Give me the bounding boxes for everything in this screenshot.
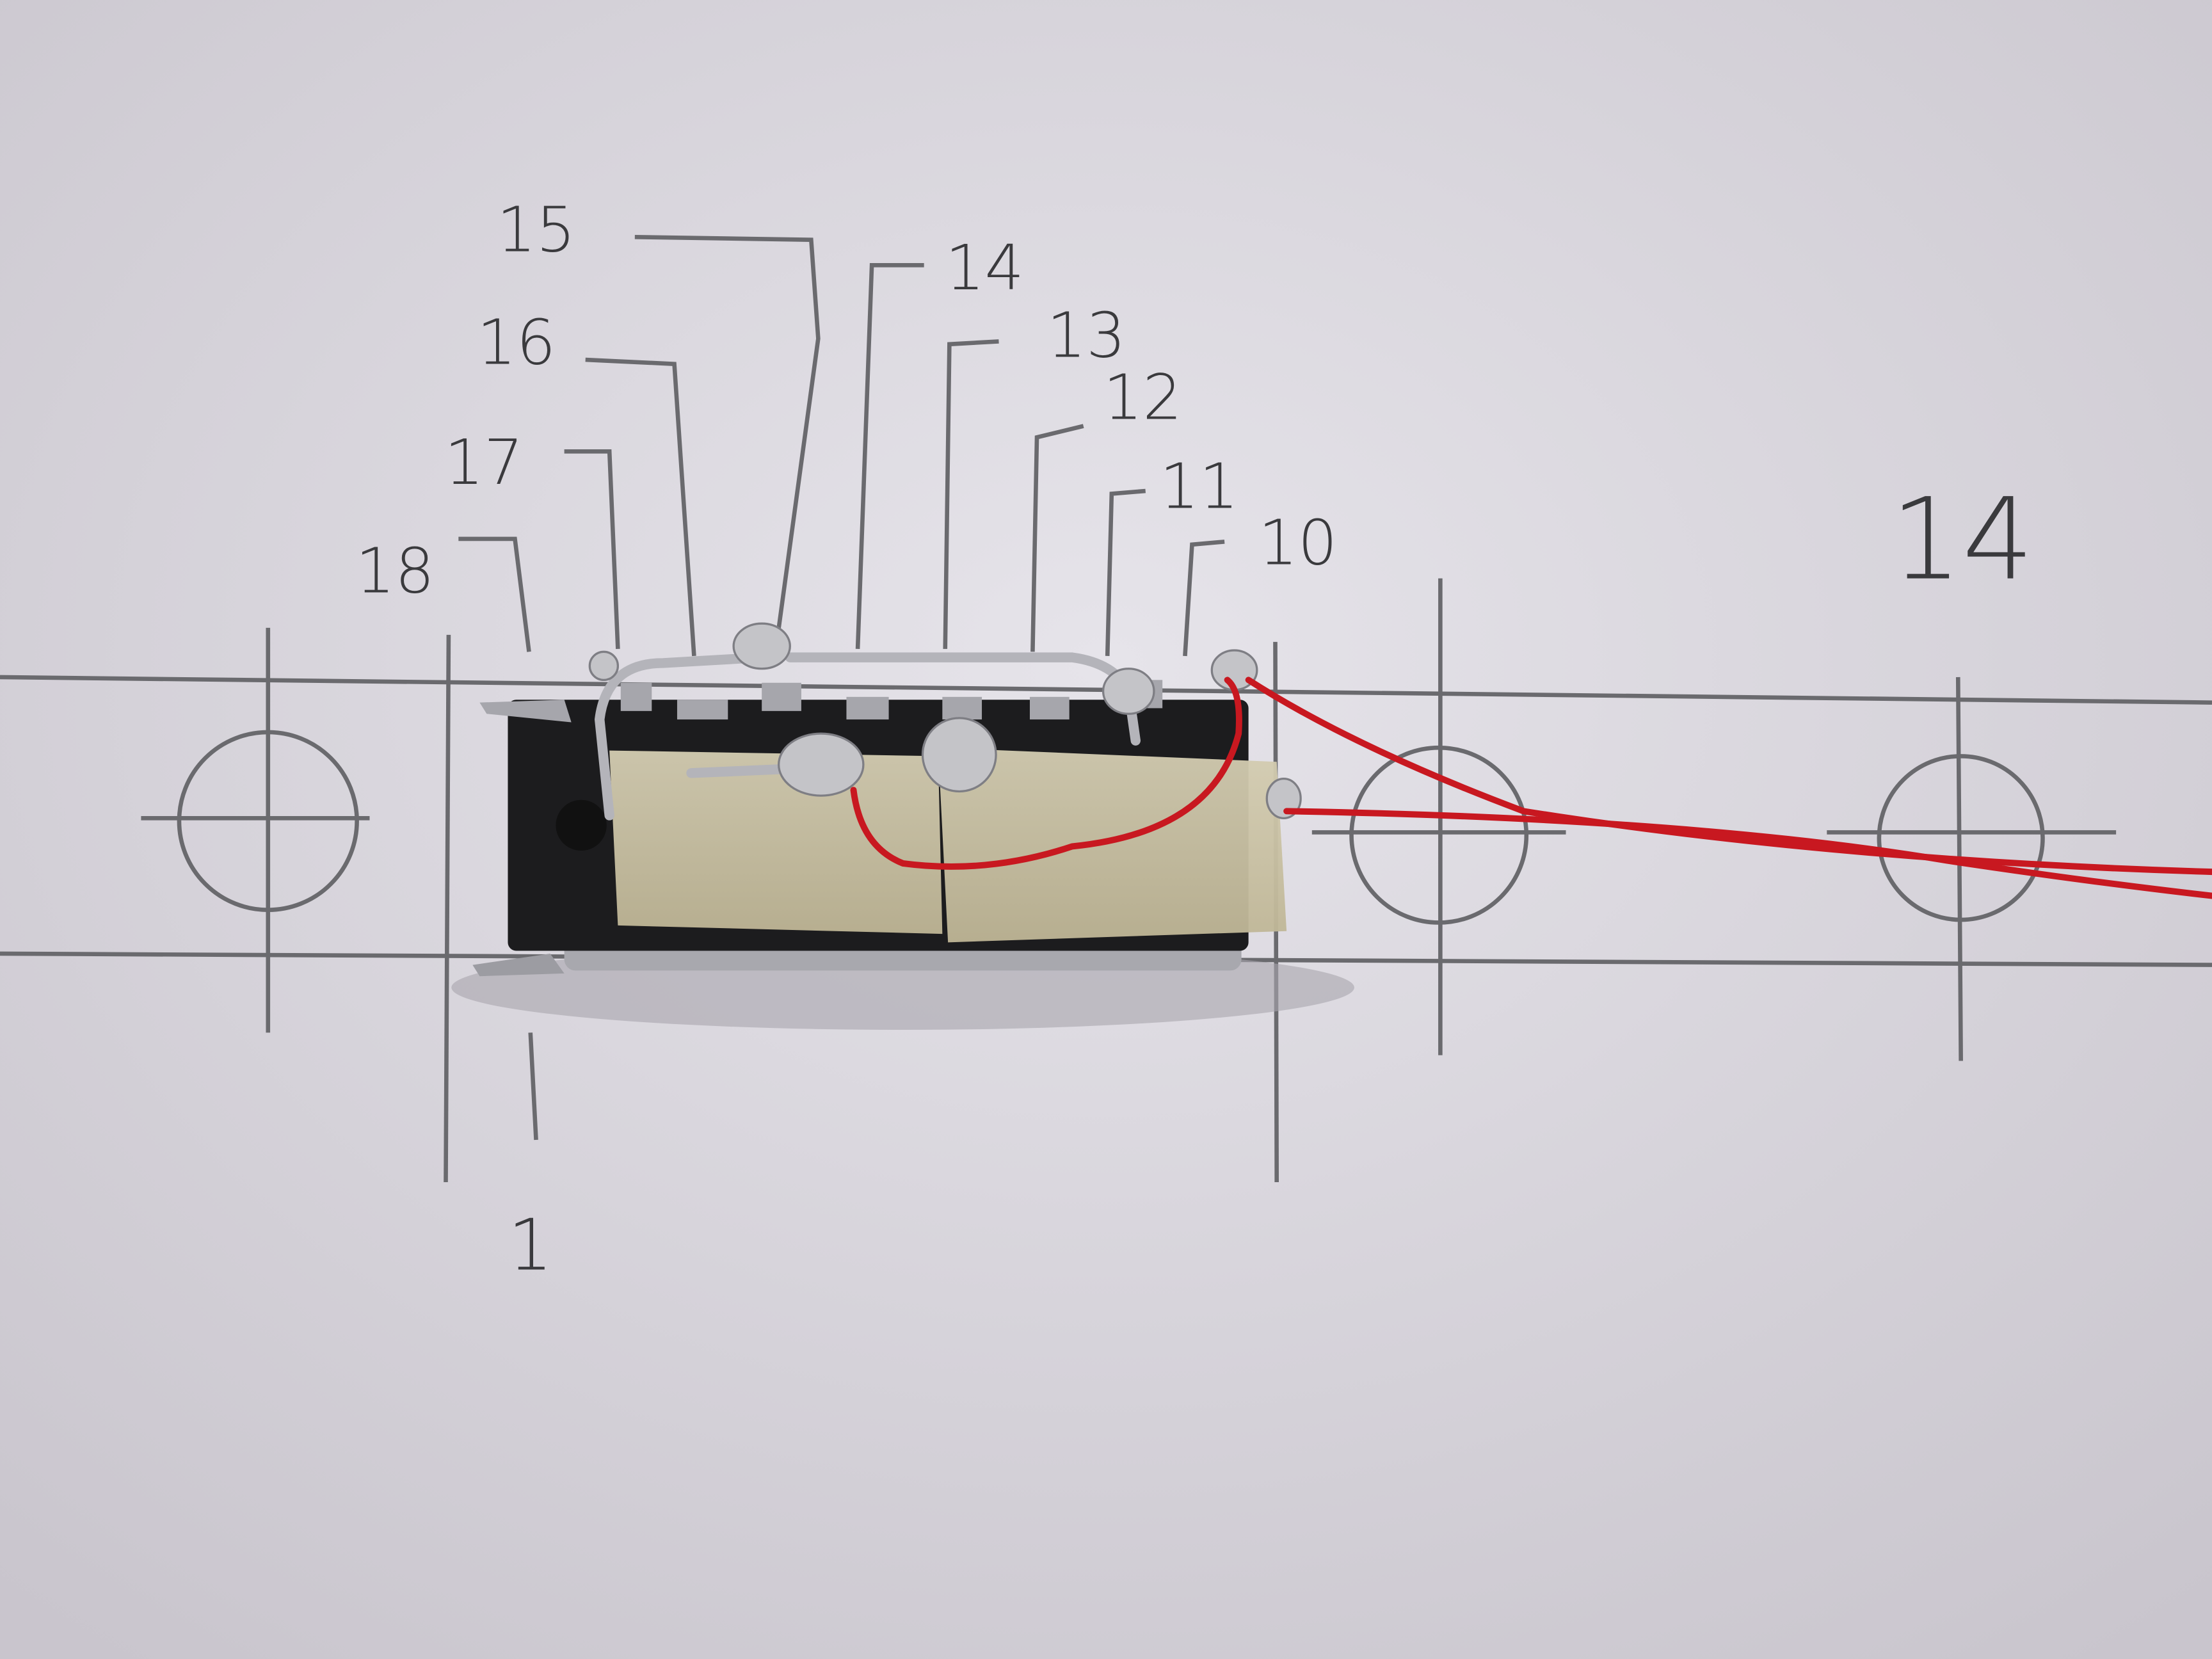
masking-tape-left [609, 750, 943, 934]
pin1-dimple [556, 799, 607, 851]
pin-label-1: 1 [508, 1205, 552, 1286]
pin-label-16: 16 [477, 307, 556, 379]
pin-label-18: 18 [355, 535, 434, 607]
pin-label-17: 17 [444, 426, 523, 499]
top-pins [479, 680, 1163, 723]
pin-label-13: 13 [1046, 300, 1125, 372]
pin-label-14: 14 [945, 232, 1024, 304]
pin-label-10: 10 [1258, 507, 1337, 579]
red-magnet-wires [850, 677, 2212, 899]
pin-label-11: 11 [1160, 450, 1238, 522]
pin-label-12: 12 [1103, 362, 1182, 434]
hole-label-14: 14 [1890, 474, 2033, 605]
masking-tape-right [938, 748, 1287, 943]
pin1-mark [528, 1032, 538, 1141]
pin-label-15: 15 [497, 193, 575, 266]
solder-joints [588, 622, 1302, 820]
chip-outline-left [444, 634, 451, 1183]
